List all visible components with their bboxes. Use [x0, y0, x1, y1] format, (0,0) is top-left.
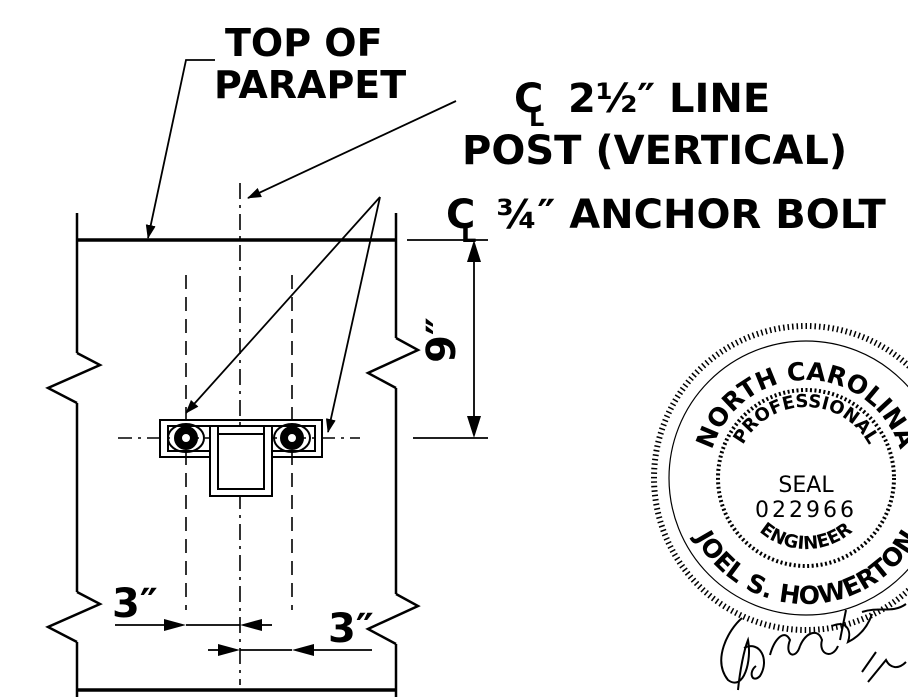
seal-role: ENGINEER	[756, 519, 856, 555]
dim-3in-left-label: 3″	[112, 581, 158, 627]
label-post-line2: POST (VERTICAL)	[462, 128, 847, 174]
parapet-outline	[45, 213, 421, 697]
svg-text:C: C	[514, 76, 543, 122]
svg-text:L: L	[529, 104, 544, 132]
signature	[720, 603, 907, 691]
anchor-bolt-left	[167, 423, 205, 453]
dimension-9in	[407, 239, 488, 439]
centerline-symbol-post: C L	[514, 76, 544, 132]
svg-text:L: L	[461, 220, 476, 248]
svg-text:ENGINEER: ENGINEER	[756, 519, 856, 555]
anchor-bolt-right	[273, 423, 311, 453]
label-post-line1: 2½″ LINE	[568, 76, 770, 122]
seal-number: 022966	[755, 498, 857, 523]
dim-9in-label: 9″	[419, 317, 465, 363]
centerline-symbol-bolt: C L	[446, 192, 476, 248]
engineer-seal: NORTH CAROLINA PROFESSIONAL JOEL S. HOWE…	[651, 323, 908, 633]
dimension-3in-right	[208, 644, 372, 656]
dim-3in-right-label: 3″	[328, 606, 374, 652]
leader-lines	[145, 59, 457, 433]
dimension-3in-left	[115, 619, 272, 631]
seal-word: SEAL	[778, 473, 834, 498]
label-top-of: TOP OF	[225, 21, 383, 65]
label-parapet: PARAPET	[214, 63, 406, 107]
svg-text:C: C	[446, 192, 475, 238]
base-plate	[159, 419, 323, 497]
label-anchor-bolt: ¾″ ANCHOR BOLT	[496, 192, 887, 238]
